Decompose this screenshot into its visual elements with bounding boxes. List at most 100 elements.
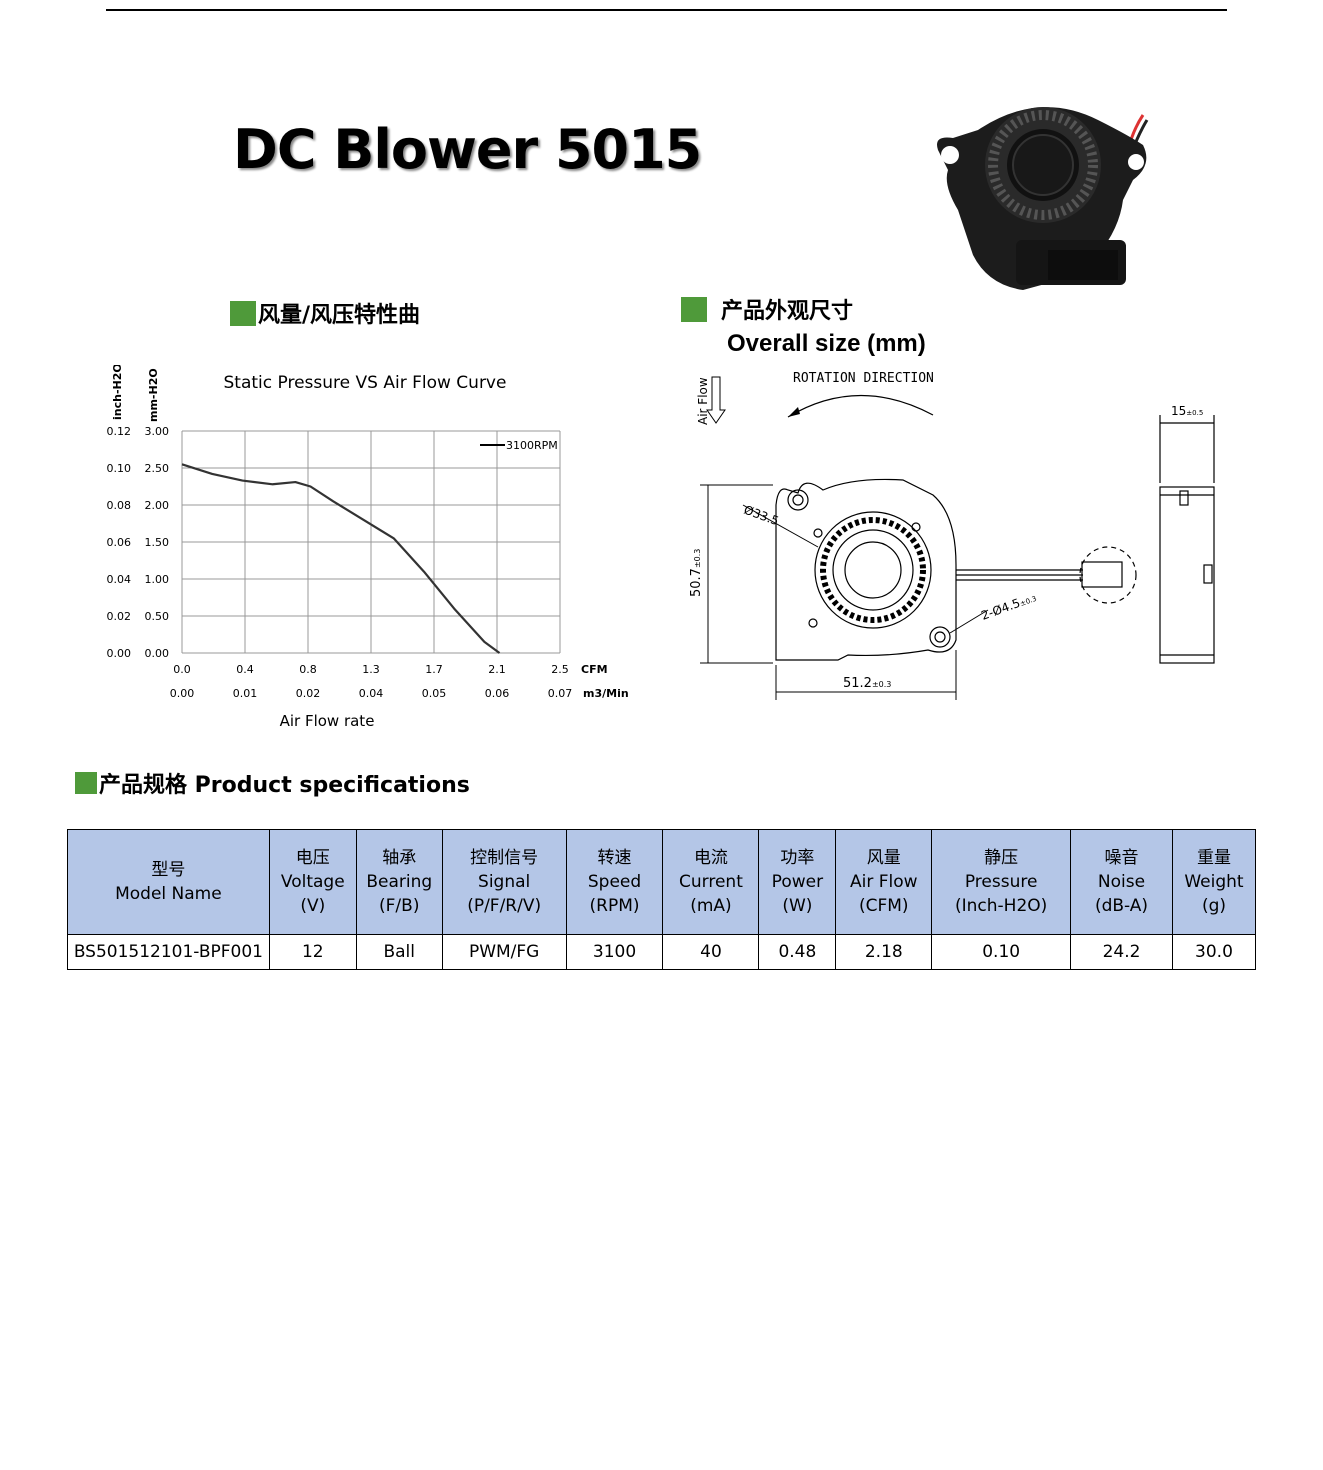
y-axis-label-inch: inch-H2O	[111, 365, 124, 420]
top-rule	[106, 9, 1227, 11]
green-square-icon	[75, 772, 97, 794]
y-tick-inch: 0.04	[107, 573, 132, 586]
x-unit-cfm: CFM	[581, 663, 608, 676]
x-tick-cfm: 0.8	[299, 663, 317, 676]
blower-photo	[937, 107, 1149, 290]
y-tick-inch: 0.08	[107, 499, 132, 512]
header-unit: (Inch-H2O)	[955, 896, 1048, 916]
y-tick-inch: 0.02	[107, 610, 132, 623]
x-tick-cfm: 1.7	[425, 663, 443, 676]
green-square-icon	[230, 300, 256, 326]
header-cn: 电流	[693, 848, 728, 868]
dim-height: 50.7±0.3	[689, 549, 704, 597]
x-tick-m3: 0.01	[233, 687, 258, 700]
dimension-drawing: Air Flow ROTATION DIRECTION 50.7±0.3 51.…	[689, 371, 1215, 700]
table-cell: 40	[662, 934, 760, 970]
y-tick-mm: 3.00	[145, 425, 170, 438]
table-cell: Ball	[355, 934, 443, 970]
x-tick-cfm: 1.3	[362, 663, 380, 676]
table-header-cell: 电压 Voltage (V)	[268, 829, 357, 935]
x-tick-cfm: 0.4	[236, 663, 254, 676]
x-tick-m3: 0.06	[485, 687, 510, 700]
header-cn: 控制信号	[470, 848, 539, 868]
header-cn: 轴承	[382, 848, 417, 868]
header-unit: (dB-A)	[1094, 896, 1149, 916]
header-cn: 功率	[780, 848, 815, 868]
pressure-flow-chart: Static Pressure VS Air Flow Curve inch-H…	[107, 365, 629, 730]
x-tick-m3: 0.04	[359, 687, 384, 700]
side-view	[1159, 415, 1215, 664]
chart-title: Static Pressure VS Air Flow Curve	[224, 373, 507, 393]
rotation-label: ROTATION DIRECTION	[793, 371, 934, 386]
header-cn: 电压	[295, 848, 330, 868]
table-cell: 2.18	[835, 934, 933, 970]
dim-holes: 2-Ø4.5±0.3	[979, 590, 1038, 623]
header-unit: (CFM)	[858, 896, 909, 916]
size-heading-en: Overall size (mm)	[727, 330, 926, 357]
header-cn: 转速	[597, 848, 632, 868]
header-en: Signal	[478, 872, 531, 892]
header-en: Weight	[1184, 872, 1244, 892]
header-en: Power	[771, 872, 824, 892]
y-tick-mm: 0.50	[145, 610, 170, 623]
header-unit: (mA)	[690, 896, 732, 916]
x-tick-m3: 0.05	[422, 687, 447, 700]
table-cell: 30.0	[1171, 934, 1257, 970]
x-tick-cfm: 2.1	[488, 663, 506, 676]
chart-legend: 3100RPM	[480, 439, 558, 452]
header-en: Voltage	[280, 872, 345, 892]
y-tick-mm: 1.50	[145, 536, 170, 549]
header-en: Bearing	[366, 872, 433, 892]
x-axis-label: Air Flow rate	[280, 712, 375, 730]
header-en: Speed	[587, 872, 642, 892]
y-tick-mm: 2.00	[145, 499, 170, 512]
table-cell: PWM/FG	[441, 934, 567, 970]
header-unit: (F/B)	[379, 896, 420, 916]
x-tick-cfm: 0.0	[173, 663, 191, 676]
header-unit: (W)	[782, 896, 813, 916]
airflow-arrow-icon	[706, 376, 726, 424]
y-tick-mm: 2.50	[145, 462, 170, 475]
y-tick-inch: 0.00	[107, 647, 132, 660]
x-tick-m3: 0.00	[170, 687, 195, 700]
y-tick-inch: 0.06	[107, 536, 132, 549]
dim-depth: 15±0.5	[1171, 404, 1203, 418]
table-header-cell: 风量 Air Flow (CFM)	[835, 829, 933, 935]
dim-width: 51.2±0.3	[843, 676, 891, 691]
table-cell: 0.10	[931, 934, 1072, 970]
y-tick-inch: 0.12	[107, 425, 132, 438]
x-unit-m3: m3/Min	[583, 687, 629, 700]
curve-section-heading: 风量/风压特性曲	[230, 297, 420, 329]
x-tick-m3: 0.02	[296, 687, 321, 700]
series-line	[181, 463, 501, 654]
header-unit: (V)	[300, 896, 326, 916]
x-tick-cfm: 2.5	[551, 663, 569, 676]
header-cn: 重量	[1196, 848, 1231, 868]
legend-label: 3100RPM	[506, 439, 558, 452]
table-header-cell: 轴承 Bearing (F/B)	[355, 829, 443, 935]
header-cn: 风量	[866, 848, 901, 868]
table-header-cell: 功率 Power (W)	[758, 829, 837, 935]
y-tick-mm: 0.00	[145, 647, 170, 660]
header-en: Air Flow	[850, 872, 918, 892]
table-cell: 3100	[565, 934, 664, 970]
size-heading-cn: 产品外观尺寸	[721, 299, 854, 324]
header-cn: 噪音	[1104, 848, 1139, 868]
y-axis-label-mm: mm-H2O	[147, 368, 160, 422]
header-cn: 型号	[151, 860, 186, 880]
page-title: DC Blower 5015	[233, 118, 702, 181]
header-en: Pressure	[964, 872, 1038, 892]
size-section-heading: 产品外观尺寸	[681, 293, 853, 325]
header-en: Noise	[1097, 872, 1146, 892]
table-header-cell: 噪音 Noise (dB-A)	[1070, 829, 1173, 935]
curve-heading-text: 风量/风压特性曲	[258, 303, 421, 328]
spec-heading-text: 产品规格 Product specifications	[99, 773, 470, 798]
